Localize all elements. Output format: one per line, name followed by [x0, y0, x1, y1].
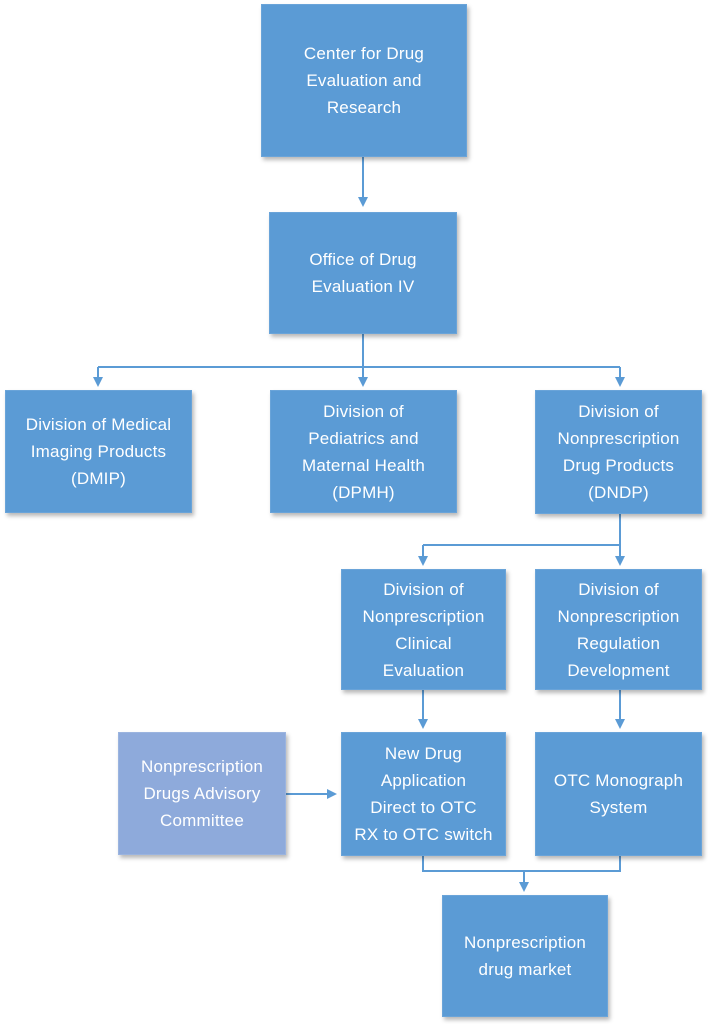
node-cder: Center for Drug Evaluation and Research [261, 4, 467, 157]
node-dnce: Division of Nonprescription Clinical Eva… [341, 569, 506, 690]
node-dmip: Division of Medical Imaging Products (DM… [5, 390, 192, 513]
node-office-drug-evaluation-iv: Office of Drug Evaluation IV [269, 212, 457, 334]
node-dndp: Division of Nonprescription Drug Product… [535, 390, 702, 514]
node-new-drug-application: New Drug Application Direct to OTC RX to… [341, 732, 506, 856]
node-otc-monograph: OTC Monograph System [535, 732, 702, 856]
node-nonprescription-market: Nonprescription drug market [442, 895, 608, 1017]
node-dnrd: Division of Nonprescription Regulation D… [535, 569, 702, 690]
edge-merge [422, 856, 621, 872]
node-dpmh: Division of Pediatrics and Maternal Heal… [270, 390, 457, 513]
node-advisory-committee: Nonprescription Drugs Advisory Committee [118, 732, 286, 855]
